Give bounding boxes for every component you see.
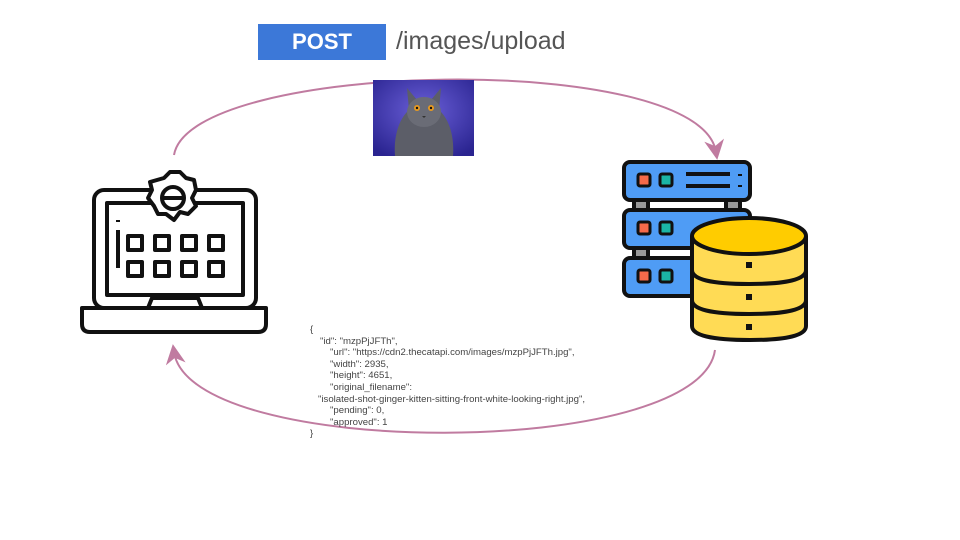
endpoint-path: /images/upload	[396, 27, 566, 55]
json-line: "width": 2935,	[330, 358, 389, 370]
json-line: "id": "mzpPjJFTh",	[320, 335, 398, 347]
json-line: {	[310, 324, 314, 335]
request-arrow	[173, 78, 724, 160]
http-method-badge: POST	[258, 24, 386, 60]
json-line: "approved": 1	[330, 416, 388, 428]
json-line: }	[310, 428, 314, 440]
json-line: "isolated-shot-ginger-kitten-sitting-fro…	[318, 393, 586, 405]
json-line: "height": 4651,	[330, 370, 393, 382]
response-arrow	[165, 344, 716, 434]
laptop-gear-icon	[80, 170, 268, 334]
cat-photo	[373, 80, 474, 156]
json-line: "url": "https://cdn2.thecatapi.com/image…	[330, 347, 575, 359]
response-json: { "id": "mzpPjJFTh", "url": "https://cdn…	[310, 324, 585, 440]
json-line: "pending": 0,	[330, 405, 385, 417]
json-line: "original_filename":	[330, 381, 413, 393]
server-database-icon	[622, 160, 808, 342]
